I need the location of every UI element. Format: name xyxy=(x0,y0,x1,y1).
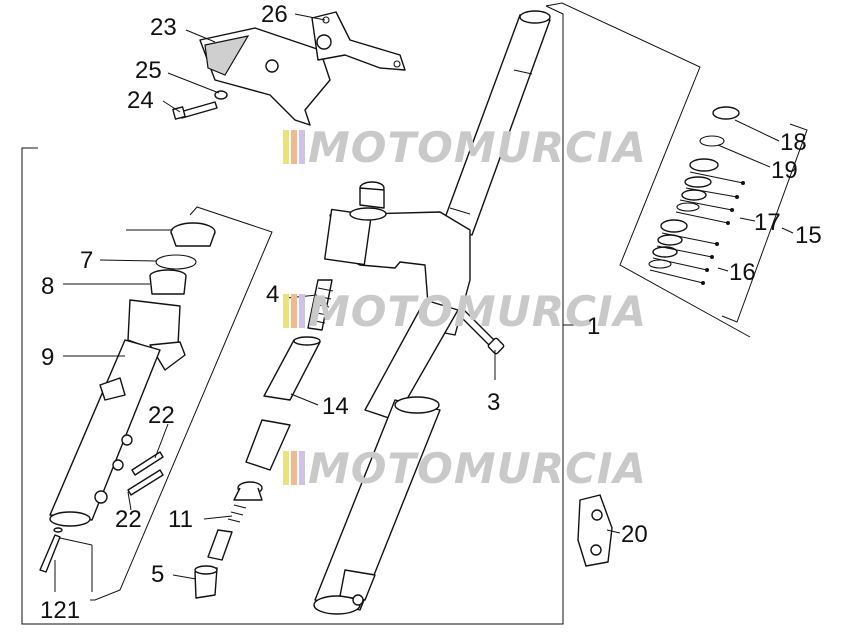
label-part-18: 18 xyxy=(780,129,807,156)
label-part-14: 14 xyxy=(322,393,349,420)
fork-assembly xyxy=(313,10,551,615)
damper-internals xyxy=(194,279,334,599)
handlebar-bracket xyxy=(172,11,406,126)
watermark-bottom: MOTOMURCIA xyxy=(283,444,647,493)
label-part-4: 4 xyxy=(266,281,279,308)
label-leaders xyxy=(54,13,780,592)
watermark-stripe xyxy=(299,294,305,328)
watermark-stripe xyxy=(283,451,289,485)
label-part-22-top: 22 xyxy=(148,402,175,429)
watermark-text: MOTOMURCIA xyxy=(308,444,647,493)
watermark-text: MOTOMURCIA xyxy=(308,287,647,336)
label-part-9: 9 xyxy=(41,344,54,371)
watermark-middle: MOTOMURCIA xyxy=(283,287,647,336)
label-part-26: 26 xyxy=(261,1,288,28)
watermark-stripe xyxy=(283,130,289,164)
bracket-part-20 xyxy=(577,494,613,567)
watermark-stripe xyxy=(283,294,289,328)
watermark-stripe xyxy=(291,451,297,485)
watermark-stripe xyxy=(299,130,305,164)
part-labels: 1 3 4 5 7 8 9 11 14 15 16 17 18 19 20 22… xyxy=(40,1,822,624)
label-part-23: 23 xyxy=(150,14,177,41)
label-part-24: 24 xyxy=(127,87,154,114)
watermark-text: MOTOMURCIA xyxy=(308,123,647,172)
label-part-25: 25 xyxy=(135,57,162,84)
label-part-121: 121 xyxy=(40,597,80,624)
frame-main-fork xyxy=(21,5,585,625)
frame-steering-bearing xyxy=(545,2,751,338)
steering-bearing-kit xyxy=(648,106,745,285)
left-fork-leg xyxy=(39,222,216,573)
label-part-5: 5 xyxy=(151,561,164,588)
label-part-20: 20 xyxy=(621,521,648,548)
watermark-stripe xyxy=(291,130,297,164)
label-part-7: 7 xyxy=(80,247,93,274)
label-part-17: 17 xyxy=(754,209,781,236)
label-part-22-bottom: 22 xyxy=(115,506,142,533)
label-part-15: 15 xyxy=(795,222,822,249)
label-part-11: 11 xyxy=(168,506,193,533)
frame-bearing-kit xyxy=(721,123,808,323)
watermark-top: MOTOMURCIA xyxy=(283,123,647,172)
watermark-stripe xyxy=(291,294,297,328)
label-part-8: 8 xyxy=(41,273,54,300)
label-part-19: 19 xyxy=(771,157,798,184)
label-part-1: 1 xyxy=(587,313,600,340)
label-part-16: 16 xyxy=(729,259,756,286)
label-part-3: 3 xyxy=(487,389,500,416)
watermark-stripe xyxy=(299,451,305,485)
frame-left-leg xyxy=(90,206,273,601)
